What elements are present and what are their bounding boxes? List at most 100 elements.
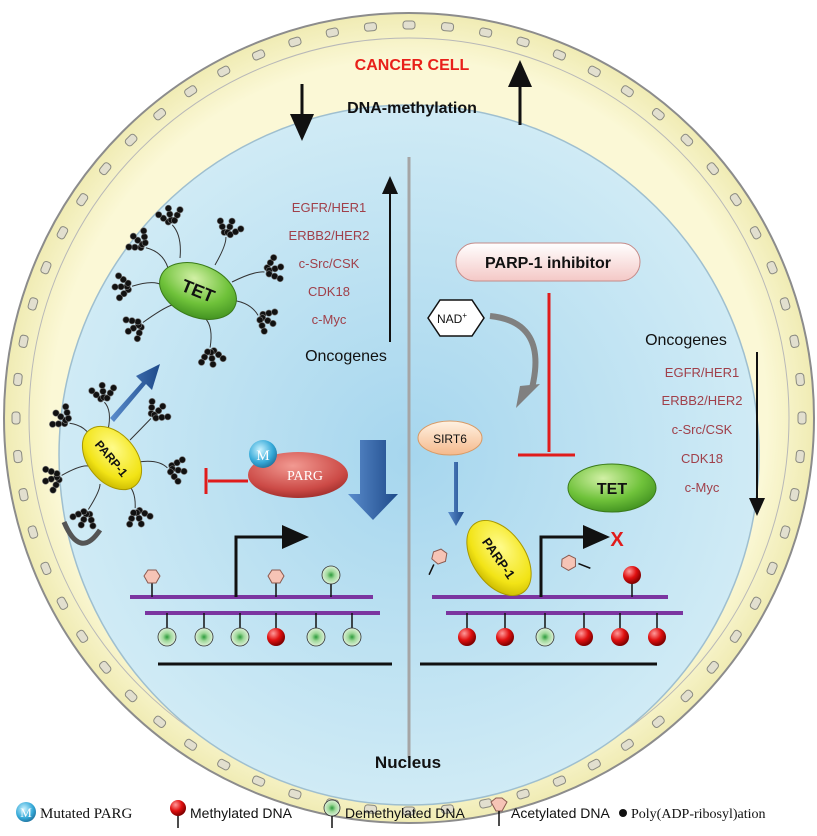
membrane-segment <box>402 20 416 30</box>
methylated-mark <box>496 628 514 646</box>
par-bead <box>266 259 274 267</box>
par-bead <box>125 243 133 251</box>
par-bead <box>111 283 119 291</box>
par-bead <box>99 387 107 395</box>
acetylated-mark <box>143 569 161 584</box>
parg-inhibits-parp <box>204 468 248 494</box>
left-oncogene-item: c-Src/CSK <box>299 256 360 271</box>
left-oncogene-item: c-Myc <box>312 312 347 327</box>
legend-demethylated: Demethylated DNA <box>345 805 465 821</box>
par-bead <box>148 404 156 412</box>
par-bead <box>129 232 137 240</box>
par-bead <box>228 217 236 225</box>
sirt6-box: SIRT6 <box>417 420 483 456</box>
par-bead <box>159 214 167 222</box>
par-bead <box>119 276 127 284</box>
par-bead <box>180 467 188 475</box>
par-bead <box>141 239 149 247</box>
par-bead <box>49 420 57 428</box>
right-oncogene-list: Oncogenes EGFR/HER1 ERBB2/HER2 c-Src/CSK… <box>645 332 765 516</box>
membrane-segment <box>288 788 302 800</box>
par-bead <box>62 403 70 411</box>
par-bead <box>204 348 212 356</box>
membrane-segment <box>217 65 231 78</box>
par-bead <box>126 520 134 528</box>
right-oncogene-item: c-Myc <box>685 480 720 495</box>
membrane-segment <box>440 804 455 814</box>
methylated-mark <box>575 628 593 646</box>
demethylated-mark <box>321 565 341 585</box>
par-bead <box>140 227 148 235</box>
mutation-m-label: M <box>256 448 269 464</box>
par-bead <box>164 204 172 212</box>
membrane-segment <box>516 788 530 800</box>
par-bead <box>174 477 182 485</box>
methylated-mark <box>611 628 629 646</box>
par-bead <box>226 231 234 239</box>
par-bead <box>170 473 178 481</box>
par-bead <box>131 243 139 251</box>
legend: M Mutated PARG Methylated DNA Demethylat… <box>16 797 766 828</box>
par-chain-line <box>61 465 89 476</box>
par-bead <box>148 398 156 406</box>
membrane-segment <box>729 629 742 643</box>
membrane-segment <box>402 806 416 816</box>
right-oncogenes-heading: Oncogenes <box>645 332 727 349</box>
membrane-segment <box>789 334 800 348</box>
membrane-segment <box>153 715 167 728</box>
par-bead <box>64 414 72 422</box>
legend-methylated-icon <box>170 800 186 828</box>
membrane-segment <box>124 133 138 147</box>
par-bead <box>117 283 125 291</box>
tet-label-right: TET <box>597 481 627 498</box>
par-bead <box>260 327 268 335</box>
par-bead <box>237 225 245 233</box>
par-bead <box>209 360 217 368</box>
membrane-segment <box>13 449 23 464</box>
par-bead <box>215 351 223 359</box>
right-oncogene-item: c-Src/CSK <box>672 422 733 437</box>
par-bead <box>198 358 206 366</box>
demethylated-mark <box>230 627 250 647</box>
par-bead <box>178 456 186 464</box>
membrane-segment <box>184 738 198 751</box>
membrane-segment <box>40 260 52 275</box>
par-bead <box>124 327 132 335</box>
par-chain-line <box>104 401 110 431</box>
par-bead <box>269 319 277 327</box>
par-bead <box>232 228 240 236</box>
membrane-segment <box>797 411 807 425</box>
membrane-segment <box>18 334 29 348</box>
membrane-segment <box>76 193 89 207</box>
demethylated-mark <box>342 627 362 647</box>
par-bead <box>146 512 154 520</box>
nad-label: NAD+ <box>437 311 467 326</box>
par-bead <box>159 402 167 410</box>
membrane-segment <box>516 36 530 48</box>
par-bead <box>158 413 166 421</box>
left-oncogene-list: EGFR/HER1 ERBB2/HER2 c-Src/CSK CDK18 c-M… <box>289 176 398 365</box>
membrane-segment <box>440 22 455 32</box>
membrane-segment <box>325 27 339 38</box>
legend-m-letter: M <box>20 805 32 820</box>
nad-arrowhead <box>516 384 540 408</box>
par-chain-line <box>87 483 101 510</box>
acetyl-stem <box>578 562 591 569</box>
par-bead <box>201 353 209 361</box>
blue-arrow-parp-to-tet <box>110 364 160 422</box>
membrane-segment <box>587 758 601 771</box>
par-bead <box>87 516 95 524</box>
par-bead <box>173 459 181 467</box>
membrane-segment <box>766 561 778 576</box>
par-bead <box>137 520 145 528</box>
par-bead <box>276 275 284 283</box>
parp1-enzyme-left: PARP-1 <box>81 425 143 491</box>
nad-to-sirt6-arrow <box>489 313 539 389</box>
par-chain-line <box>129 418 152 441</box>
membrane-segment <box>651 715 665 728</box>
membrane-segment <box>56 596 69 610</box>
right-dna: X <box>420 525 683 666</box>
dna-methylation-label: DNA-methylation <box>347 100 477 117</box>
par-chain-line <box>137 460 168 469</box>
